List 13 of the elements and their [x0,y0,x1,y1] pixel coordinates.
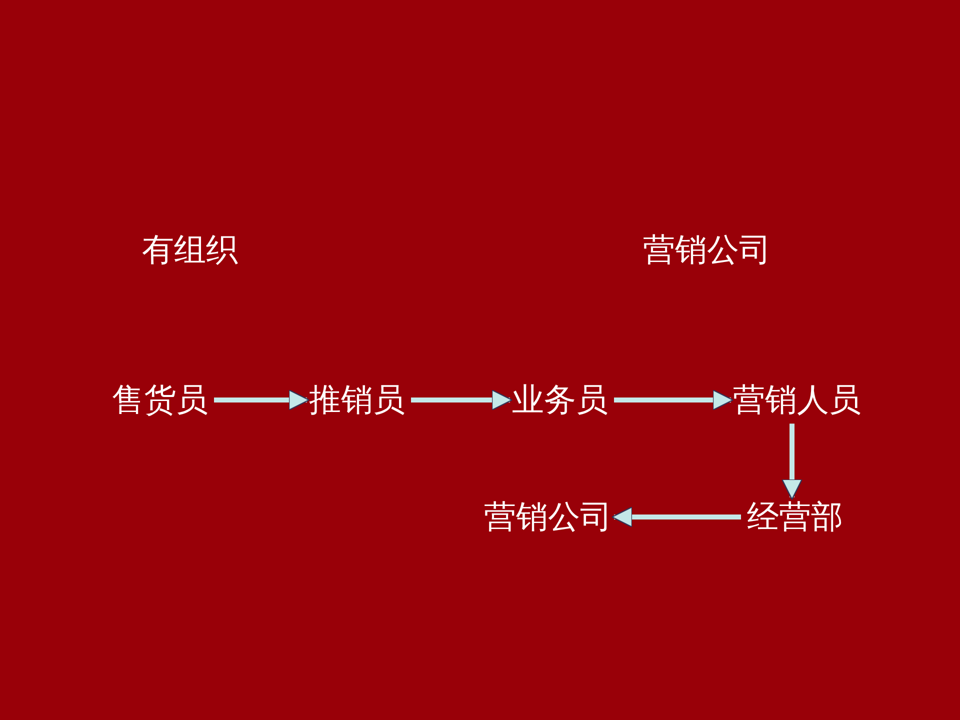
arrow [614,389,734,411]
arrow [781,424,803,500]
node-label: 经营部 [747,499,843,535]
heading-label: 营销公司 [643,232,771,268]
arrow [214,389,310,411]
node-label: 售货员 [112,382,208,418]
arrow [411,389,513,411]
node-label: 营销公司 [484,499,612,535]
node-label: 推销员 [309,382,405,418]
node-label: 营销人员 [733,382,861,418]
node-label: 业务员 [512,382,608,418]
heading-label: 有组织 [142,232,238,268]
arrow [611,506,741,528]
